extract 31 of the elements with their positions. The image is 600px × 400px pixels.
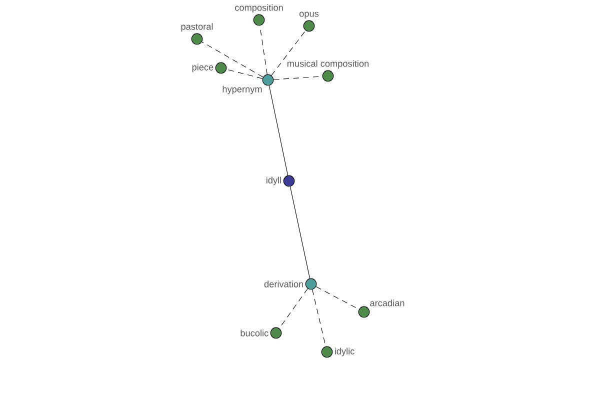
graph-node: piece: [192, 62, 227, 74]
graph-node: idylic: [321, 346, 354, 358]
node-label: pastoral: [181, 23, 213, 32]
node-label: idylic: [334, 348, 354, 356]
connector-line: [290, 186, 310, 279]
connector-line: [268, 85, 288, 176]
dashed-line: [279, 288, 308, 329]
graph-node: hypernym: [222, 74, 274, 94]
graph-node: arcadian: [358, 300, 404, 318]
dashed-line: [316, 286, 360, 310]
dashed-line: [271, 30, 306, 76]
graph-node: pastoral: [181, 23, 213, 45]
dashed-line: [260, 25, 268, 75]
node-label: musical composition: [287, 60, 369, 69]
graph-node: bucolic: [240, 327, 282, 339]
node-label: hypernym: [222, 86, 262, 94]
dashed-line: [226, 69, 263, 79]
node-label: piece: [192, 64, 214, 72]
node-label: derivation: [264, 280, 304, 288]
dashed-line: [202, 42, 264, 78]
dashed-line: [312, 289, 326, 347]
graph-node: derivation: [264, 278, 317, 290]
graph-node: musical composition: [287, 60, 368, 82]
node-label: arcadian: [370, 300, 404, 306]
node-label: bucolic: [240, 330, 268, 336]
graph-node: opus: [299, 12, 319, 32]
graph-node: composition: [235, 4, 283, 26]
graph-node: idyll: [266, 175, 295, 187]
node-label: composition: [235, 4, 283, 13]
node-label: idyll: [266, 176, 282, 186]
node-label: opus: [299, 12, 319, 19]
